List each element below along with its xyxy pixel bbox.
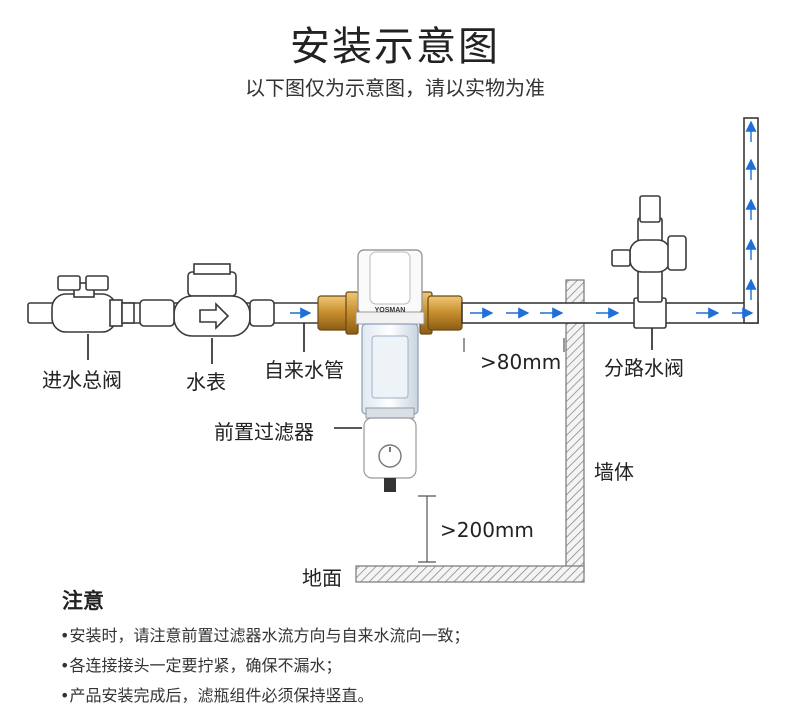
note-item: •产品安装完成后，滤瓶组件必须保持竖直。 xyxy=(60,686,374,705)
page-subtitle: 以下图仅为示意图，请以实物为准 xyxy=(245,76,545,100)
branch-valve xyxy=(611,195,687,329)
floor xyxy=(355,565,585,583)
brand-logo: YOSMAN xyxy=(375,307,406,314)
label-water-meter: 水表 xyxy=(186,370,226,394)
dimension-wall xyxy=(463,338,565,352)
label-dist-wall: >80mm xyxy=(480,350,562,374)
water-meter xyxy=(139,263,275,337)
filter-outlet-fitting xyxy=(419,291,463,335)
label-floor: 地面 xyxy=(302,566,342,590)
pre-filter xyxy=(355,249,425,492)
note-item: •各连接接头一定要拧紧，确保不漏水； xyxy=(60,656,342,675)
label-tap-pipe: 自来水管 xyxy=(264,358,344,382)
notes-title: 注意 xyxy=(62,589,104,613)
label-dist-floor: >200mm xyxy=(440,518,534,542)
label-main-valve: 进水总阀 xyxy=(42,368,122,392)
main-valve xyxy=(51,275,135,333)
label-wall: 墙体 xyxy=(594,460,634,484)
label-pre-filter: 前置过滤器 xyxy=(214,420,314,444)
note-item: •安装时，请注意前置过滤器水流方向与自来水流向一致； xyxy=(60,626,470,645)
flow-arrows xyxy=(290,120,757,319)
dimension-floor xyxy=(418,495,436,563)
filter-inlet-fitting xyxy=(317,291,359,335)
outlet-pipe xyxy=(461,117,759,324)
page-title: 安装示意图 xyxy=(290,24,500,70)
label-branch-valve: 分路水阀 xyxy=(604,356,684,380)
